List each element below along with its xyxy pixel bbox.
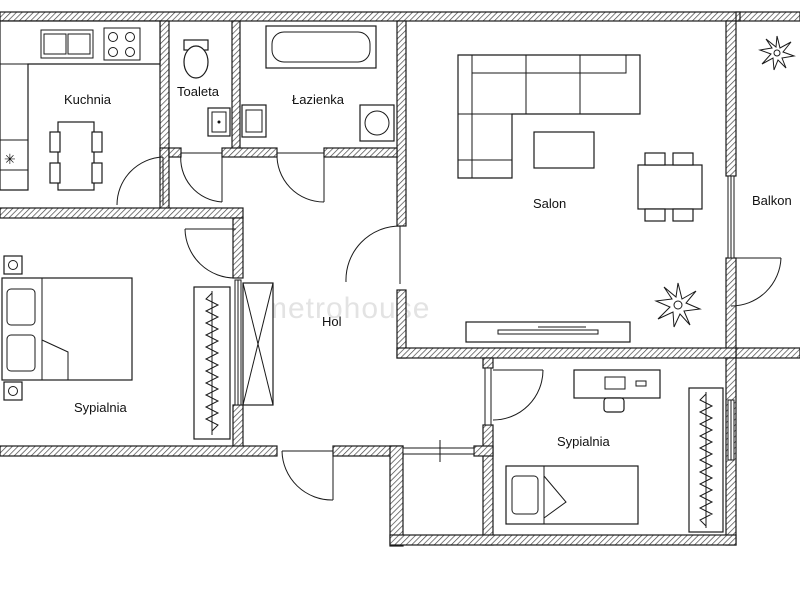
svg-text:✳: ✳	[4, 152, 16, 168]
hall-cabinet	[242, 282, 274, 406]
room-label-toilet: Toaleta	[177, 84, 220, 99]
toilet-fixtures	[183, 39, 231, 137]
plants	[654, 35, 796, 328]
kitchen-furniture: ✳	[0, 20, 161, 191]
room-label-hall: Hol	[322, 314, 342, 329]
walls	[0, 11, 800, 547]
doors	[116, 152, 782, 501]
bedroom-2-furniture	[505, 369, 724, 533]
living-room-furniture	[457, 54, 703, 343]
windows	[234, 175, 735, 462]
room-label-living-room: Salon	[533, 196, 566, 211]
room-label-bedroom-2: Sypialnia	[557, 434, 611, 449]
room-label-bedroom-1: Sypialnia	[74, 400, 128, 415]
room-label-balcony: Balkon	[752, 193, 792, 208]
bedroom-1-furniture	[1, 255, 231, 440]
room-label-bathroom: Łazienka	[292, 92, 345, 107]
bathroom-fixtures	[241, 25, 395, 142]
room-label-kitchen: Kuchnia	[64, 92, 112, 107]
